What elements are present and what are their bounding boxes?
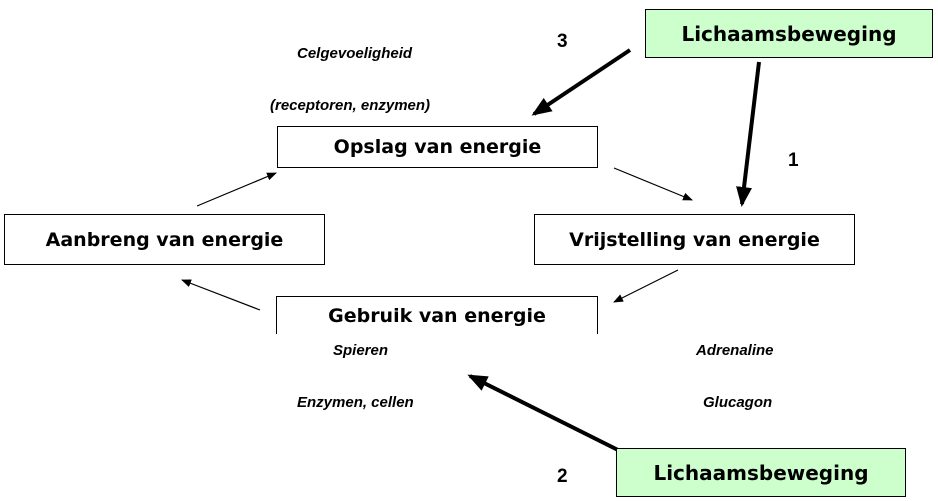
beweging-box-top: Lichaamsbeweging (645, 9, 933, 58)
arrow-aanbreng-to-opslag (196, 172, 277, 207)
label-spieren: Spieren (333, 342, 389, 359)
label-glucagon: Glucagon (703, 394, 773, 411)
arrow-2-beweging-to-gebruik (467, 374, 631, 458)
arrow-1-beweging-to-vrijstelling (736, 61, 761, 207)
number-1: 1 (788, 150, 799, 171)
number-3: 3 (557, 31, 568, 52)
number-2: 2 (557, 466, 568, 487)
opslag-box: Opslag van energie (277, 126, 598, 168)
arrow-opslag-to-vrijstelling (613, 167, 693, 201)
label-enzymen-cellen: Enzymen, cellen (297, 394, 414, 411)
arrow-vrijstelling-to-gebruik (613, 269, 679, 303)
label-adrenaline: Adrenaline (696, 342, 774, 359)
gebruik-box: Gebruik van energie (276, 296, 598, 334)
beweging-box-bottom: Lichaamsbeweging (616, 448, 906, 497)
aanbreng-box: Aanbreng van energie (4, 214, 325, 265)
vrijstelling-box: Vrijstelling van energie (534, 214, 855, 265)
arrow-3-beweging-to-opslag (531, 48, 632, 116)
arrow-gebruik-to-aanbreng (181, 279, 261, 311)
label-receptoren: (receptoren, enzymen) (270, 97, 431, 114)
label-celgevoeligheid: Celgevoeligheid (297, 45, 413, 62)
